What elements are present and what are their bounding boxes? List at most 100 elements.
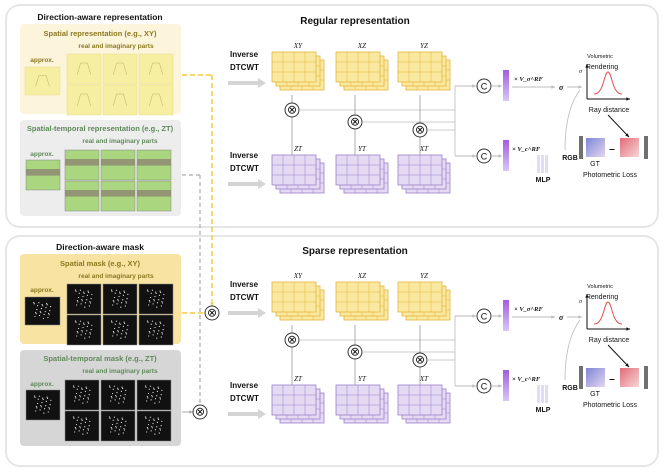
spatial-part-image-dot [117,298,119,301]
temporal-part-image-dot [125,420,127,422]
photometric-loss-label: Photometric Loss [583,402,638,409]
temporal-part-image-dot [158,401,160,403]
spatial-part-image [102,53,138,85]
ray-distance-label: Ray distance [589,337,630,344]
spatial-part-image [138,53,174,85]
gt-label: GT [590,161,600,168]
spatial-part-image-dot [123,321,125,323]
spatial-part-image-dot [152,303,154,305]
temporal-approx-image-dot [42,398,44,401]
temporal-part-image-dot [113,385,116,387]
spatial-part-image-dot [77,301,79,303]
temporal-part-image-dot [145,386,147,388]
spatial-part-image-dot [88,305,90,307]
spatial-title: Spatial representation (e.g., XY) [44,29,157,38]
temporal-part-image-dot [156,421,158,423]
temporal-approx-image-dot [47,411,49,413]
temporal-part-image-dot [158,432,160,434]
plane-label-xz: XZ [357,42,366,50]
temporal-part-image-dot [78,399,80,401]
spatial-part-image-dot [88,336,90,338]
temporal-part-image-dot [111,428,113,430]
spatial-part-image-dot [155,292,157,295]
spatial-part-image-dot [74,289,77,291]
mask-multiply-spatial [204,305,220,321]
spatial-part-image-dot [87,290,89,292]
temporal-part-image-dot [79,394,81,397]
spatial-part-image-dot [81,329,83,332]
spatial-part-image-dot [123,322,126,324]
spatial-part-image-dot [148,304,150,306]
rgb-to-render-arrow [564,89,581,151]
temporal-part-image-dot [80,391,82,394]
temporal-part-image-dot [86,401,88,403]
spatial-part-image-dot [84,306,86,308]
spatial-part-image-dot [126,329,128,331]
temporal-part-image-dot [120,421,122,423]
spatial-part-image-dot [87,321,89,323]
spatial-part-image-dot [149,327,152,330]
spatial-title: Spatial mask (e.g., XY) [60,259,141,268]
concat-op-color-label: C [481,152,488,162]
temporal-approx-image-dot [35,410,37,412]
temporal-approx-image-dot [45,400,48,402]
temporal-approx-image-dot [34,396,36,398]
spatial-part-image-dot [161,333,164,335]
plot-sigma-label: σ [579,69,583,75]
temporal-part-image-dot [75,428,77,430]
spatial-part-image-dot [86,325,88,327]
spatial-part-image-sketch [76,93,92,107]
rgb-label: RGB [562,155,578,162]
spatial-part-image-dot [120,337,122,339]
temporal-part-image-dot [117,388,119,391]
temporal-part-image-dot [118,429,121,431]
spatial-part-image-dot [147,290,149,292]
temporal-approx-image-band [26,169,60,176]
spatial-part-image-dot [79,289,82,291]
spatial-part-image-sketch [76,62,92,76]
sigma-axis-head [585,64,589,68]
plane-label-xz: XZ [357,272,366,280]
temporal-part-image-dot [144,385,147,387]
temporal-part-image-dot [111,423,114,426]
temporal-approx-image-dot [41,401,43,404]
spatial-part-image-dot [89,302,92,304]
spatial-part-image-dot [86,299,88,301]
temporal-part-image-dot [157,417,159,419]
spatial-part-image-dot [86,330,88,332]
temporal-part-image-dot [84,390,86,392]
temporal-part-image [100,410,136,442]
v-sigma-label: × V_σ^RF [514,306,543,313]
panel-title: Sparse representation [302,246,408,257]
temporal-part-image-dot [154,429,157,431]
temporal-approx-image-dot [38,395,41,397]
temporal-part-image-dot [110,400,112,402]
mask-multiply-temporal [192,404,208,420]
spatial-part-image-dot [160,336,162,338]
spatial-approx-image [24,296,61,326]
inverse-dtcwt-arrow [228,308,266,318]
temporal-part-image-dot [122,432,124,434]
spatial-part-image-dot [81,298,83,301]
spatial-part-image-dot [127,293,129,295]
spatial-part-image-dot [124,336,126,338]
temporal-part-image-dot [89,389,91,391]
temporal-part-image-dot [77,385,80,387]
temporal-approx-image-dot [42,397,44,399]
spatial-part-image-dot [127,324,129,326]
spatial-part-image-dot [119,322,121,324]
temporal-part-image-dot [87,428,89,430]
temporal-part-image-dot [88,425,90,427]
spatial-part-image-dot [87,322,90,324]
spatial-part-image-dot [149,301,151,303]
spatial-part-image-dot [122,330,124,332]
temporal-part-image-dot [111,392,114,395]
temporal-approx-image-dot [40,406,42,408]
temporal-part-image-dot [124,394,126,396]
spatial-part-image [102,314,138,346]
spatial-part-image-sketch [112,62,128,76]
concat-op-sigma-label: C [481,82,488,92]
spatial-approx-image-dot [38,314,41,317]
spatial-parts-label: real and imaginary parts [78,43,154,50]
temporal-approx-image-dot [48,408,51,410]
